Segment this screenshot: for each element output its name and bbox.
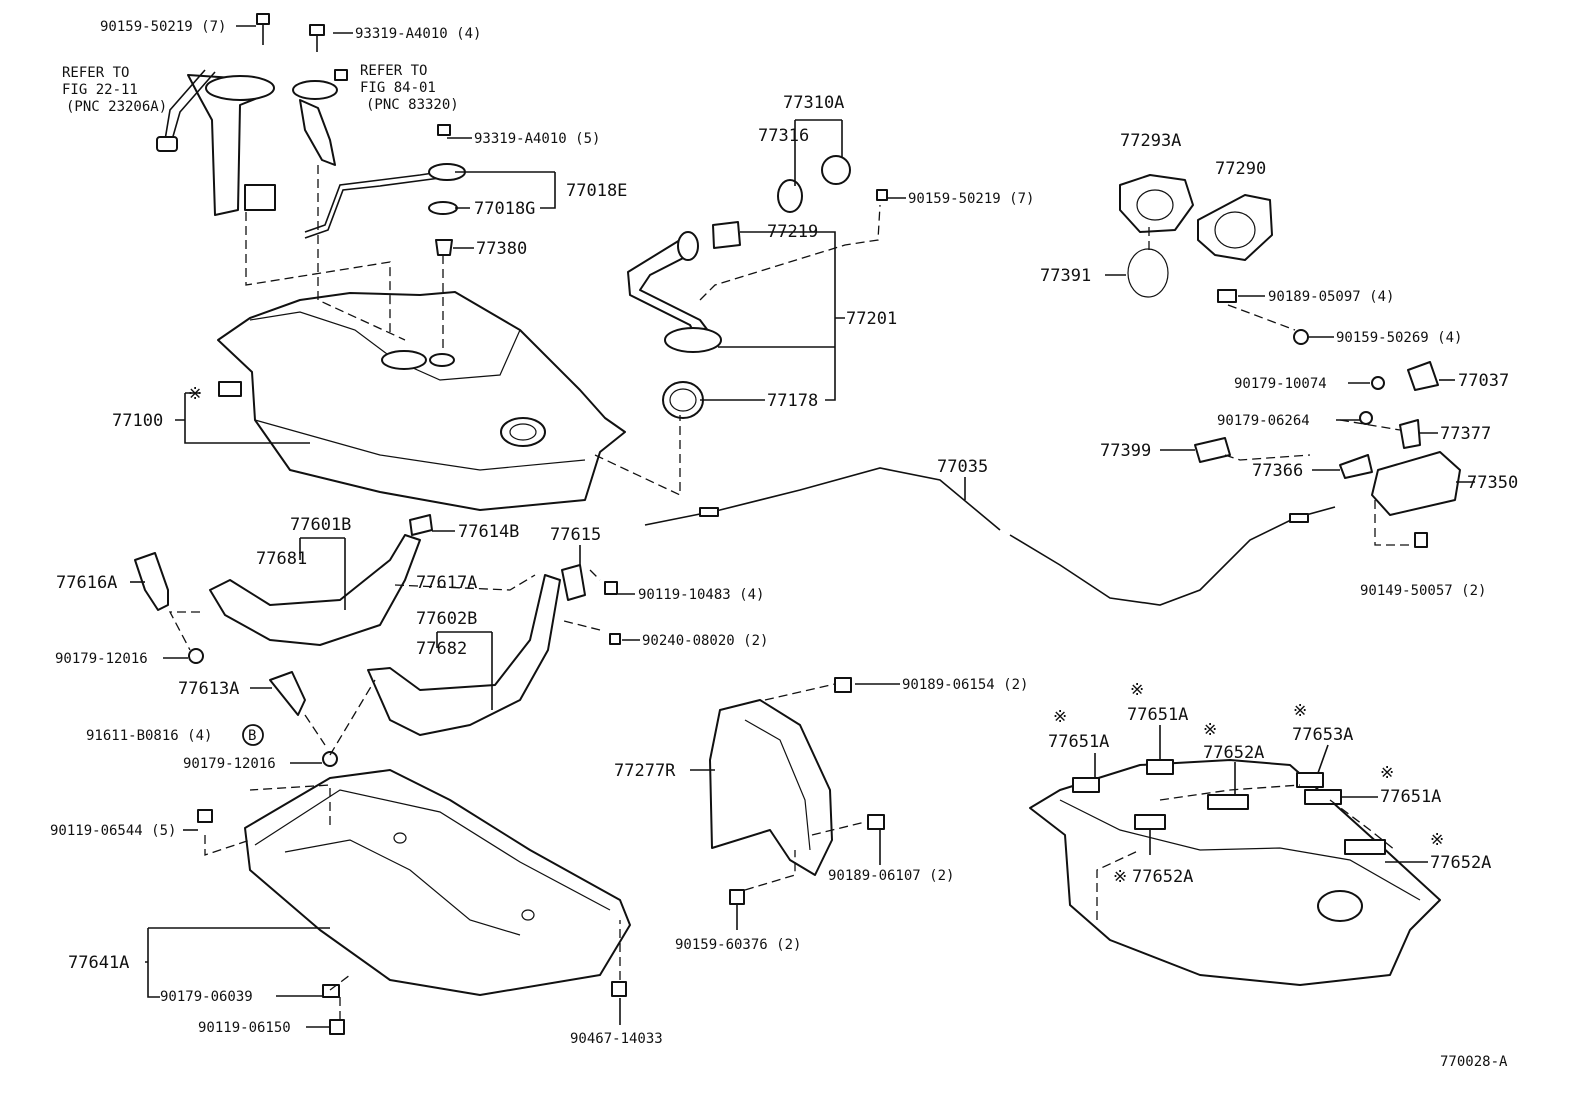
label-77616a: 77616A — [56, 573, 117, 593]
fuel-tank-pad-view — [1029, 759, 1441, 986]
label-77651a-2: 77651A — [1127, 705, 1188, 725]
label-77178: 77178 — [767, 391, 818, 411]
label-77380: 77380 — [476, 239, 527, 259]
fuel-tube-77018E — [304, 124, 466, 256]
label-77681: 77681 — [256, 549, 307, 569]
fuel-sender-gauge — [292, 24, 348, 166]
label-77652a-2: 77652A — [1430, 853, 1491, 873]
label-90189-05097: 90189-05097 (4) — [1268, 289, 1394, 305]
tank-band-77601B — [134, 514, 433, 646]
note-mark-77653a: ※ — [1293, 701, 1307, 721]
label-77377: 77377 — [1440, 424, 1491, 444]
note-mark-77652a-2: ※ — [1430, 830, 1444, 850]
label-77018g: 77018G — [474, 199, 535, 219]
label-77615: 77615 — [550, 525, 601, 545]
label-77614b: 77614B — [458, 522, 519, 542]
label-90240-08020: 90240-08020 (2) — [642, 633, 768, 649]
label-77366: 77366 — [1252, 461, 1303, 481]
label-90179-12016-a: 90179-12016 — [55, 651, 148, 667]
note-mark-77651a-3: ※ — [1380, 763, 1394, 783]
label-90149-50057: 90149-50057 (2) — [1360, 583, 1486, 599]
label-77617a: 77617A — [416, 573, 477, 593]
label-77391: 77391 — [1040, 266, 1091, 286]
label-77613a: 77613A — [178, 679, 239, 699]
label-90119-06150: 90119-06150 — [198, 1020, 291, 1036]
label-91611-b0816: 91611-B0816 (4) — [86, 728, 212, 744]
label-77310a: 77310A — [783, 93, 844, 113]
note-mark-77651a-1: ※ — [1053, 707, 1067, 727]
label-77316: 77316 — [758, 126, 809, 146]
label-77399: 77399 — [1100, 441, 1151, 461]
label-77652a-1: 77652A — [1203, 743, 1264, 763]
label-77651a-3: 77651A — [1380, 787, 1441, 807]
label-77018e: 77018E — [566, 181, 627, 201]
label-77641a: 77641A — [68, 953, 129, 973]
figure-code: 770028-A — [1440, 1054, 1508, 1070]
label-77035: 77035 — [937, 457, 988, 477]
label-90159-60376: 90159-60376 (2) — [675, 937, 801, 953]
lid-opener-cable-77035 — [644, 467, 1336, 606]
label-90119-10483: 90119-10483 (4) — [638, 587, 764, 603]
label-77219: 77219 — [767, 222, 818, 242]
label-77100: 77100 — [112, 411, 163, 431]
part-labels: 90159-50219 (7) 93319-A4010 (4) REFER TO… — [50, 19, 1518, 1070]
label-90159-50269: 90159-50269 (4) — [1336, 330, 1462, 346]
label-77293a: 77293A — [1120, 131, 1181, 151]
ref-fig84-line3: (PNC 83320) — [366, 97, 459, 113]
ref-fig22-line1: REFER TO — [62, 65, 129, 81]
label-90179-10074: 90179-10074 — [1234, 376, 1327, 392]
label-93319-a4010-4: 93319-A4010 (4) — [355, 26, 481, 42]
protector-77277R — [709, 699, 833, 876]
label-90179-12016-b: 90179-12016 — [183, 756, 276, 772]
label-93319-a4010-5: 93319-A4010 (5) — [474, 131, 600, 147]
note-mark-77651a-2: ※ — [1130, 680, 1144, 700]
label-77653a: 77653A — [1292, 725, 1353, 745]
label-77682: 77682 — [416, 639, 467, 659]
circle-b-marker — [242, 724, 264, 746]
label-90119-06544: 90119-06544 (5) — [50, 823, 176, 839]
fuel-lid-77350 — [1194, 437, 1461, 548]
label-90189-06107: 90189-06107 (2) — [828, 868, 954, 884]
label-77651a-1: 77651A — [1048, 732, 1109, 752]
label-77290: 77290 — [1215, 159, 1266, 179]
label-77601b: 77601B — [290, 515, 351, 535]
fasteners — [188, 581, 885, 1035]
tank-band-77602B — [269, 564, 586, 736]
note-mark-77652a-3: ※ — [1113, 867, 1127, 887]
label-90179-06264: 90179-06264 — [1217, 413, 1310, 429]
circle-b-letter: B — [248, 728, 256, 744]
label-77652a-3: 77652A — [1132, 867, 1193, 887]
label-77037: 77037 — [1458, 371, 1509, 391]
note-mark-77100: ※ — [188, 384, 202, 404]
label-77350: 77350 — [1467, 473, 1518, 493]
label-77201: 77201 — [846, 309, 897, 329]
tank-protector-77641A — [244, 769, 631, 996]
ref-fig22-line2: FIG 22-11 — [62, 82, 138, 98]
note-mark-77652a-1: ※ — [1203, 720, 1217, 740]
ref-fig84-line1: REFER TO — [360, 63, 427, 79]
label-90159-50219-mid: 90159-50219 (7) — [908, 191, 1034, 207]
label-90159-50219-top: 90159-50219 (7) — [100, 19, 226, 35]
filler-pipe-77201 — [627, 155, 888, 419]
fuel-tank-77100 — [217, 291, 626, 511]
fuel-pump-assembly — [156, 13, 276, 216]
label-90189-06154: 90189-06154 (2) — [902, 677, 1028, 693]
ref-fig22-line3: (PNC 23206A) — [66, 99, 167, 115]
filler-neck-boxes — [1119, 174, 1439, 449]
label-77277r: 77277R — [614, 761, 676, 781]
label-77602b: 77602B — [416, 609, 477, 629]
leader-lines — [130, 25, 1475, 1028]
assembly-lines — [168, 165, 1415, 1020]
label-90467-14033: 90467-14033 — [570, 1031, 663, 1047]
ref-fig84-line2: FIG 84-01 — [360, 80, 436, 96]
label-90179-06039: 90179-06039 — [160, 989, 253, 1005]
